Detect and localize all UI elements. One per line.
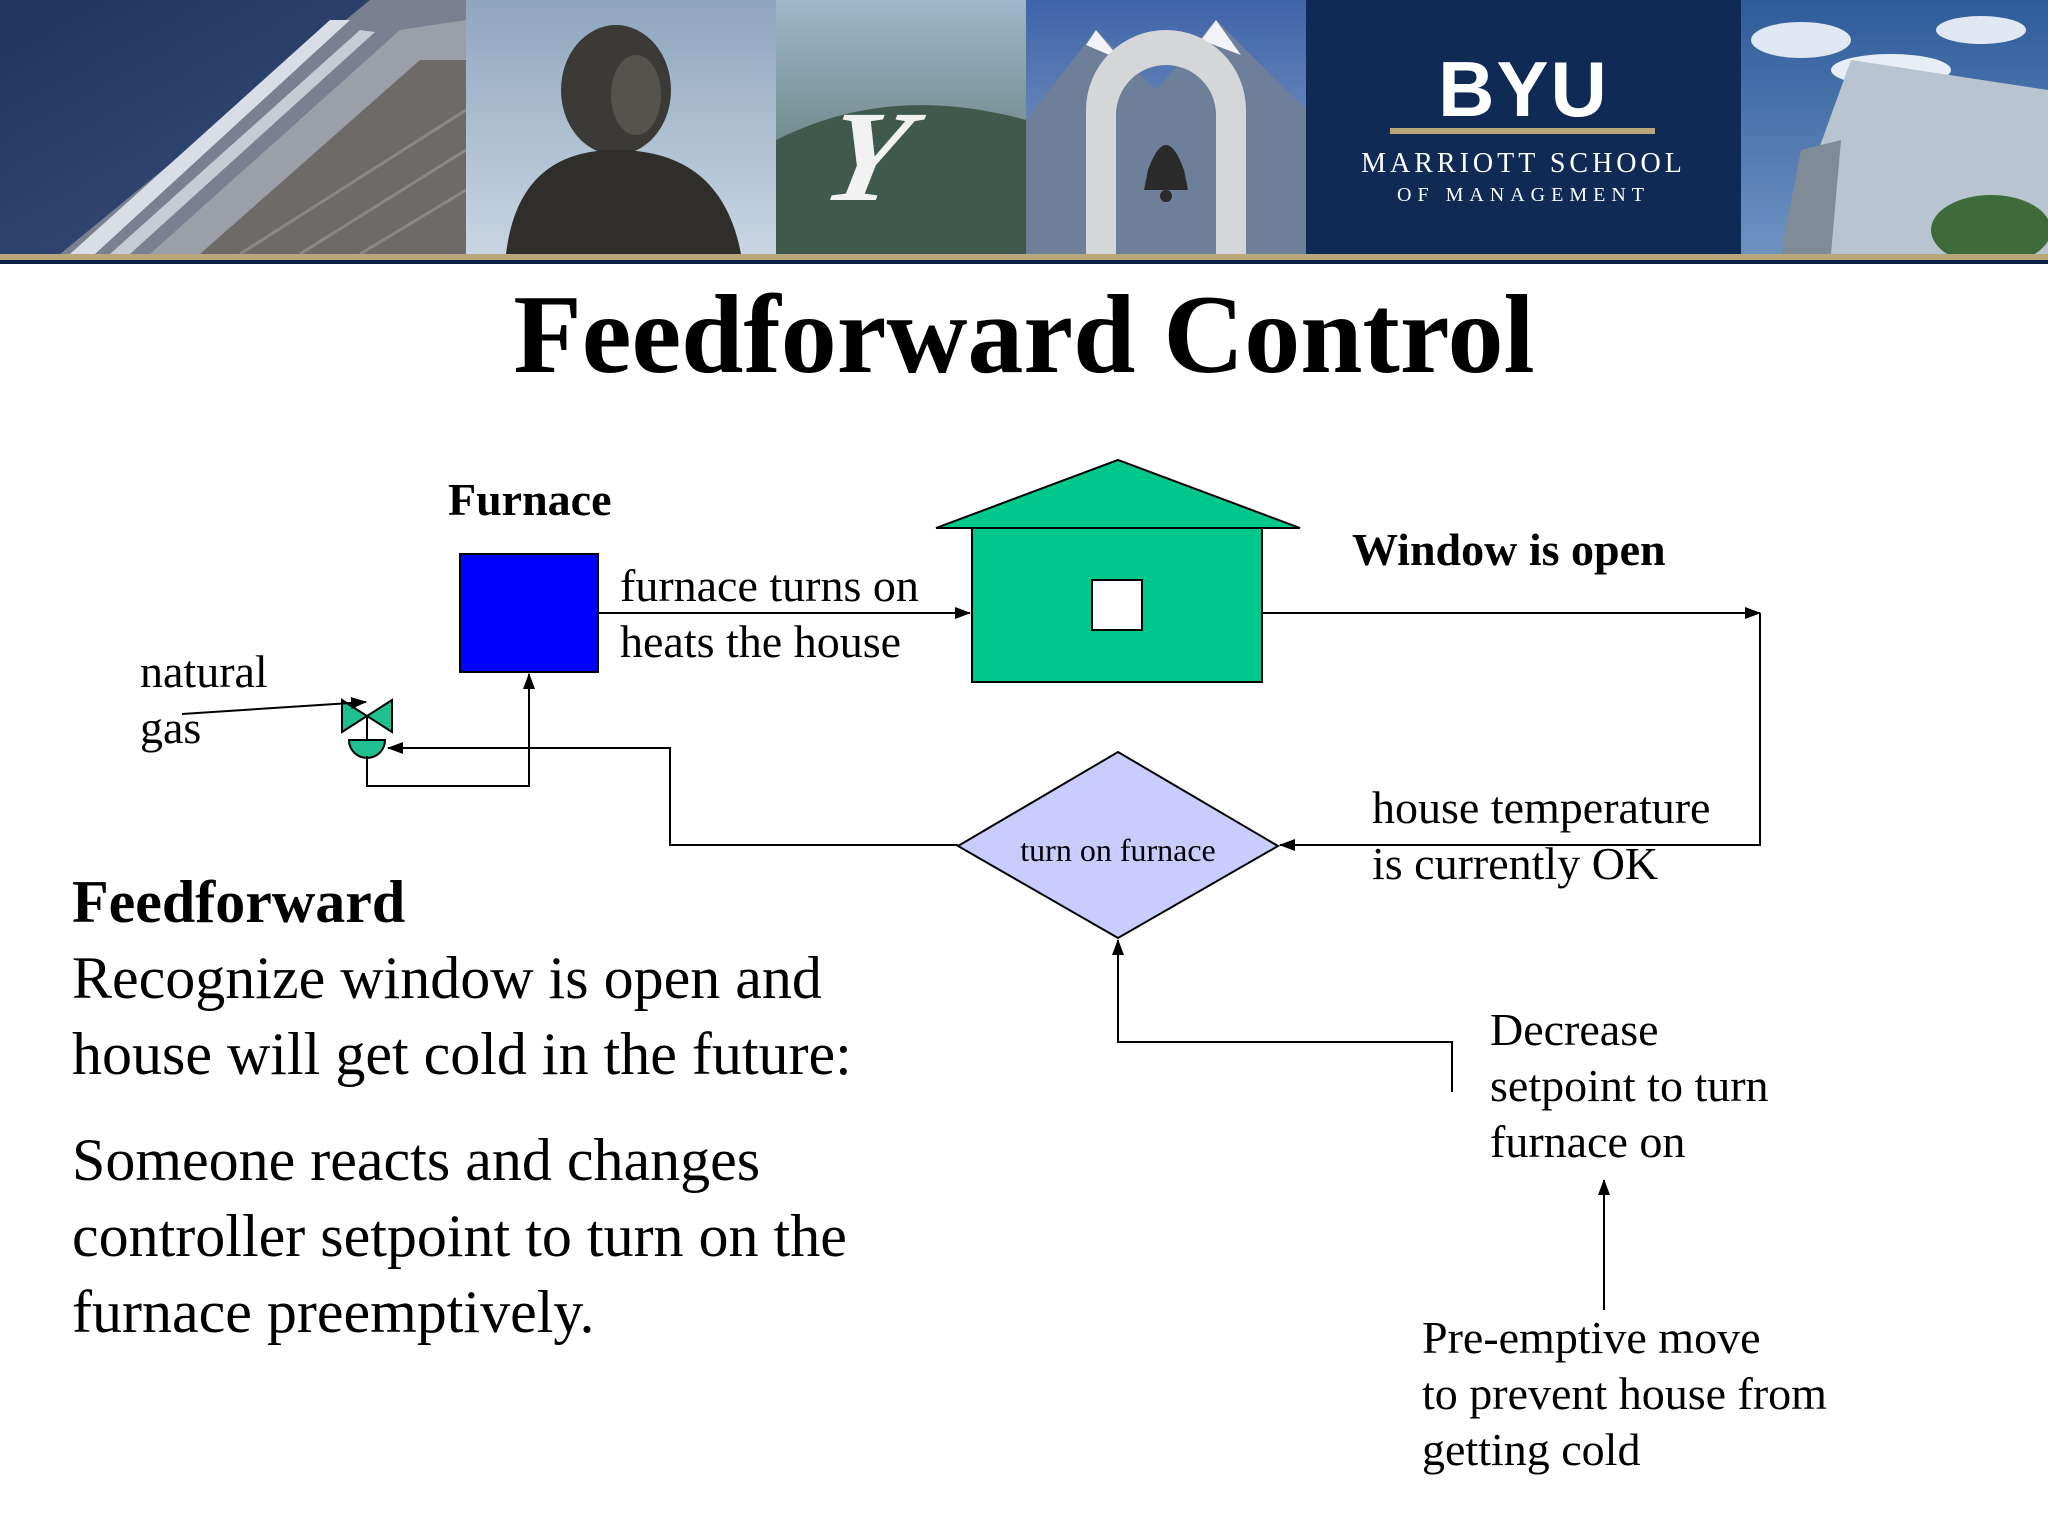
school-subname: OF MANAGEMENT [1397,184,1650,206]
slide-title: Feedforward Control [513,273,1535,397]
body-para2-line2: controller setpoint to turn on the [72,1203,847,1269]
gas-valve-icon [341,698,393,759]
furnace-box [459,553,599,673]
natural-gas-line1: natural [140,646,268,697]
byu-logo-text: BYU [1438,45,1609,133]
banner-photo-y-mountain: Y [776,0,1026,254]
body-para1-line1: Recognize window is open and [72,945,822,1011]
byu-logo-rule [1390,128,1655,134]
banner-photo-statue [466,0,776,254]
header-banner: Y BYU MARRIOTT SCHOOL OF MANAGEMENT [0,0,2048,254]
banner-photo-building [0,0,466,254]
body-para1-line2: house will get cold in the future: [72,1021,852,1087]
body-para2-line1: Someone reacts and changes [72,1127,761,1193]
furnace-label: Furnace [448,474,612,525]
sensor-line2: is currently OK [1372,838,1659,889]
setpoint-line2: setpoint to turn [1490,1060,1769,1111]
controller-diamond [956,750,1280,940]
disturbance-label: Window is open [1352,524,1666,575]
natural-gas-line2: gas [140,702,202,753]
setpoint-line1: Decrease [1490,1004,1659,1055]
school-name: MARRIOTT SCHOOL [1361,148,1686,179]
furnace-action-line1: furnace turns on [620,560,919,611]
house-icon [935,458,1301,683]
banner-rule-gold [0,254,2048,260]
banner-photo-sky-building [1741,0,2048,254]
preemptive-line2: to prevent house from [1422,1368,1827,1419]
banner-rule-navy [0,260,2048,264]
banner-photo-bell-arch [1026,0,1306,254]
controller-label: turn on furnace [1020,832,1216,868]
body-para2-line3: furnace preemptively. [72,1279,595,1345]
setpoint-line3: furnace on [1490,1116,1686,1167]
sensor-line1: house temperature [1372,782,1711,833]
byu-logo: BYU MARRIOTT SCHOOL OF MANAGEMENT [1306,0,1741,254]
body-heading: Feedforward [72,869,406,935]
preemptive-line3: getting cold [1422,1424,1641,1475]
connector-lines [181,607,1761,1310]
furnace-action-line2: heats the house [620,616,902,667]
preemptive-line1: Pre-emptive move [1422,1312,1761,1363]
